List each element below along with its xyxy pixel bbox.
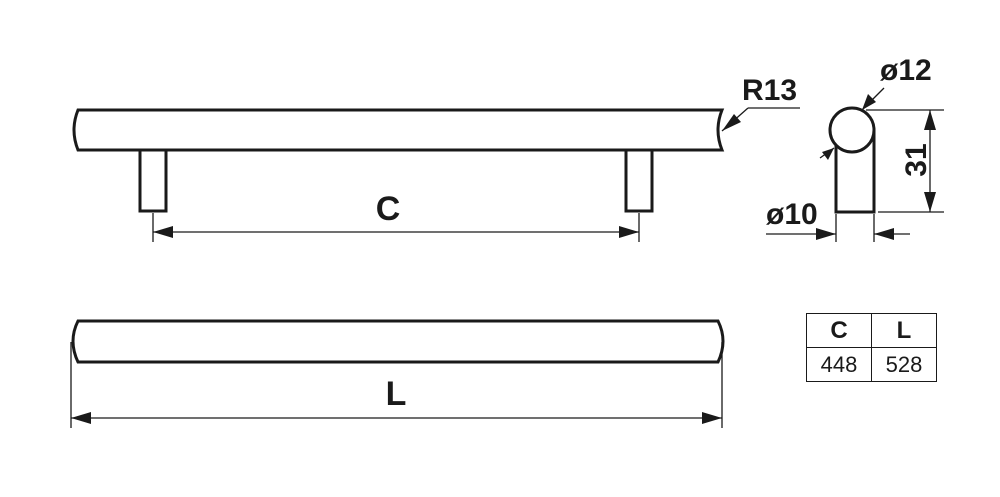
handle-side-view [828, 106, 876, 214]
post-diameter-dimension: ø10 [766, 198, 910, 242]
center-distance-label: C [376, 190, 401, 228]
radius-callout: R13 [721, 74, 800, 132]
handle-bar-top [71, 319, 725, 364]
spec-table-header-row: C L [806, 313, 937, 348]
spec-header-l: L [871, 313, 937, 348]
right-post [624, 141, 654, 213]
length-label: L [386, 375, 407, 413]
handle-top-view [71, 319, 725, 364]
left-post [138, 141, 168, 213]
side-bar-section [828, 106, 876, 154]
radius-label: R13 [742, 74, 797, 107]
bar-diameter-label: ø12 [880, 54, 932, 87]
length-dimension: L [70, 342, 723, 428]
height-label: 31 [900, 143, 933, 176]
spec-cell-c: 448 [806, 347, 872, 382]
spec-header-c: C [806, 313, 872, 348]
bar-diameter-callout: ø12 [819, 54, 932, 160]
center-distance-dimension: C [152, 190, 640, 242]
handle-front-view [72, 108, 725, 213]
table-row: 448 528 [806, 347, 937, 382]
height-dimension: 31 [866, 109, 944, 213]
spec-table-container: C L 448 528 [806, 313, 937, 382]
post-diameter-label: ø10 [766, 198, 818, 231]
spec-table: C L 448 528 [806, 313, 937, 382]
spec-cell-l: 528 [871, 347, 937, 382]
handle-bar [72, 108, 725, 152]
